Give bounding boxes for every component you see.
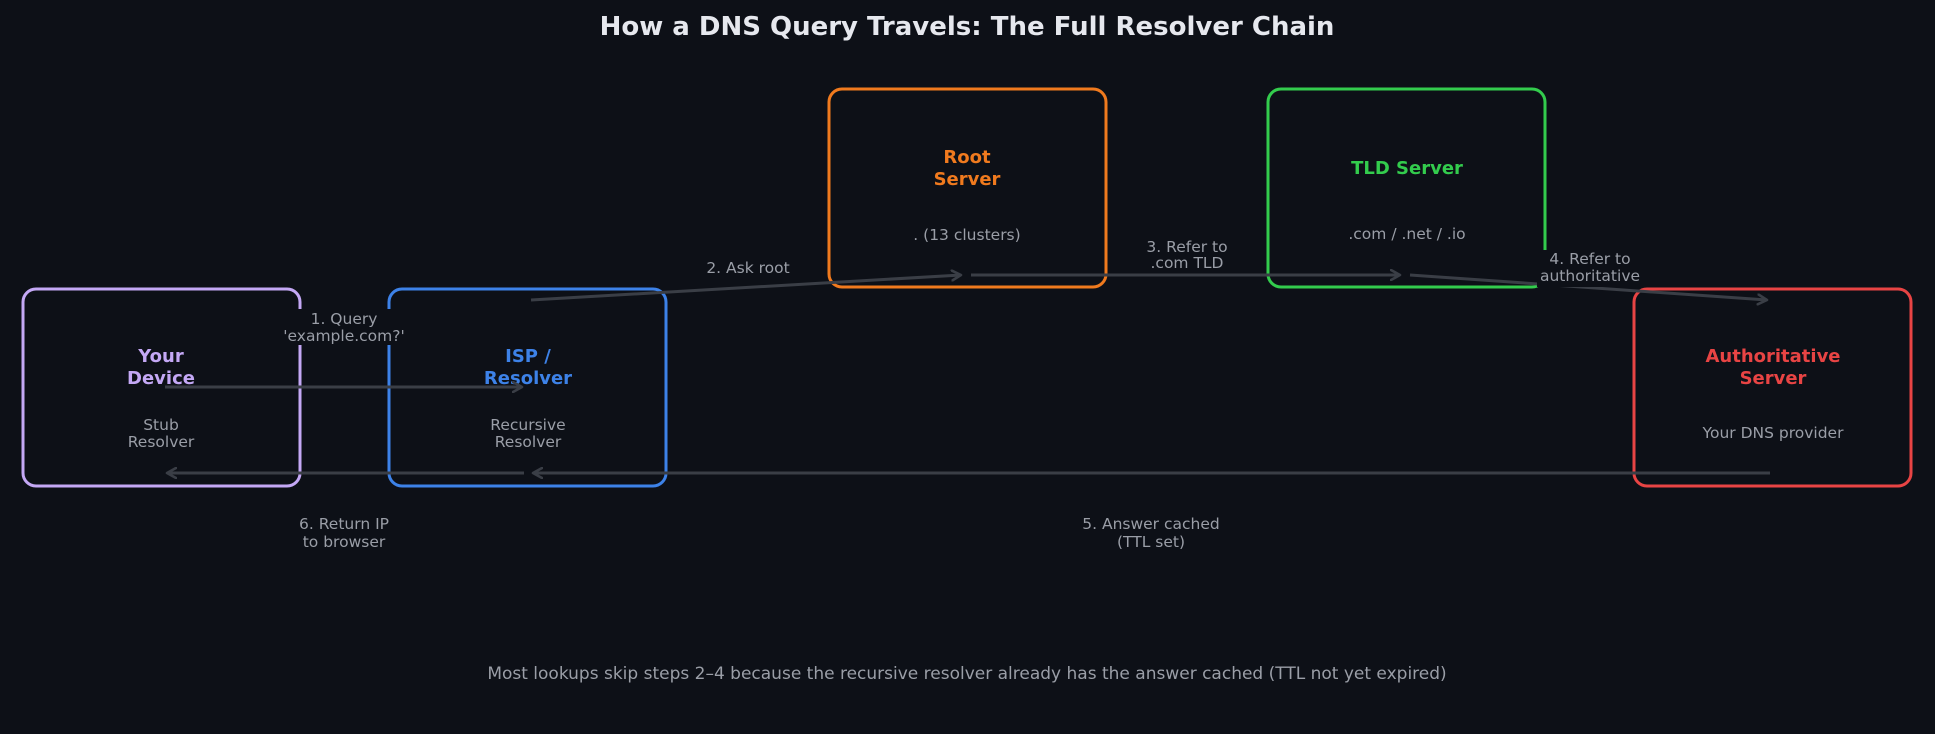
edge-label-step-4: 4. Refer to authoritative xyxy=(1537,250,1643,287)
root-title-line2: Server xyxy=(934,169,1001,190)
authoritative-title-line1: Authoritative xyxy=(1705,346,1840,367)
step-3-label-line1: 3. Refer to xyxy=(1146,238,1227,256)
step-1-label-line1: 1. Query xyxy=(311,310,378,328)
tld-box xyxy=(1266,87,1547,289)
footnote: Most lookups skip steps 2–4 because the … xyxy=(487,664,1446,684)
edge-label-step-1: 1. Query 'example.com?' xyxy=(283,309,405,345)
node-isp-resolver: ISP / Resolver Recursive Resolver xyxy=(387,287,668,488)
isp-sub-line1: Recursive xyxy=(490,416,565,434)
tld-title: TLD Server xyxy=(1351,158,1463,179)
edge-label-step-3: 3. Refer to .com TLD xyxy=(1141,238,1233,273)
device-sub-line1: Stub xyxy=(143,416,179,434)
authoritative-title-line2: Server xyxy=(1740,368,1807,389)
node-root-server: Root Server . (13 clusters) xyxy=(827,87,1108,289)
device-title-line1: Your xyxy=(137,346,184,367)
node-authoritative-server: Authoritative Server Your DNS provider xyxy=(1632,287,1913,488)
arrow-step-4 xyxy=(1409,273,1767,300)
step-5-label-line2: (TTL set) xyxy=(1117,533,1185,551)
step-5-label-line1: 5. Answer cached xyxy=(1082,515,1219,533)
diagram-title: How a DNS Query Travels: The Full Resolv… xyxy=(600,12,1335,42)
step-4-label-line1: 4. Refer to xyxy=(1549,250,1630,268)
step-3-label-line2: .com TLD xyxy=(1151,254,1224,272)
step-1-label-line2: 'example.com?' xyxy=(283,327,405,345)
root-sub-line1: . (13 clusters) xyxy=(913,226,1020,244)
arrow-step-2 xyxy=(530,275,961,302)
authoritative-box xyxy=(1632,287,1913,488)
step-2-label: 2. Ask root xyxy=(706,259,789,277)
step-6-label-line1: 6. Return IP xyxy=(299,515,389,533)
root-box xyxy=(827,87,1108,289)
authoritative-sub-line1: Your DNS provider xyxy=(1702,424,1845,442)
edge-label-step-2: 2. Ask root xyxy=(706,259,789,277)
device-title-line2: Device xyxy=(127,368,195,389)
device-sub-line2: Resolver xyxy=(128,433,195,451)
isp-sub-line2: Resolver xyxy=(495,433,562,451)
root-title-line1: Root xyxy=(943,147,991,168)
edge-label-step-5: 5. Answer cached (TTL set) xyxy=(1082,515,1219,551)
step-4-label-line2: authoritative xyxy=(1540,267,1640,285)
node-tld-server: TLD Server .com / .net / .io xyxy=(1266,87,1547,289)
isp-title-line2: Resolver xyxy=(484,368,572,389)
edge-label-step-6: 6. Return IP to browser xyxy=(299,515,389,551)
step-6-label-line2: to browser xyxy=(303,533,386,551)
isp-title-line1: ISP / xyxy=(505,346,551,367)
tld-sub-line1: .com / .net / .io xyxy=(1348,225,1465,243)
